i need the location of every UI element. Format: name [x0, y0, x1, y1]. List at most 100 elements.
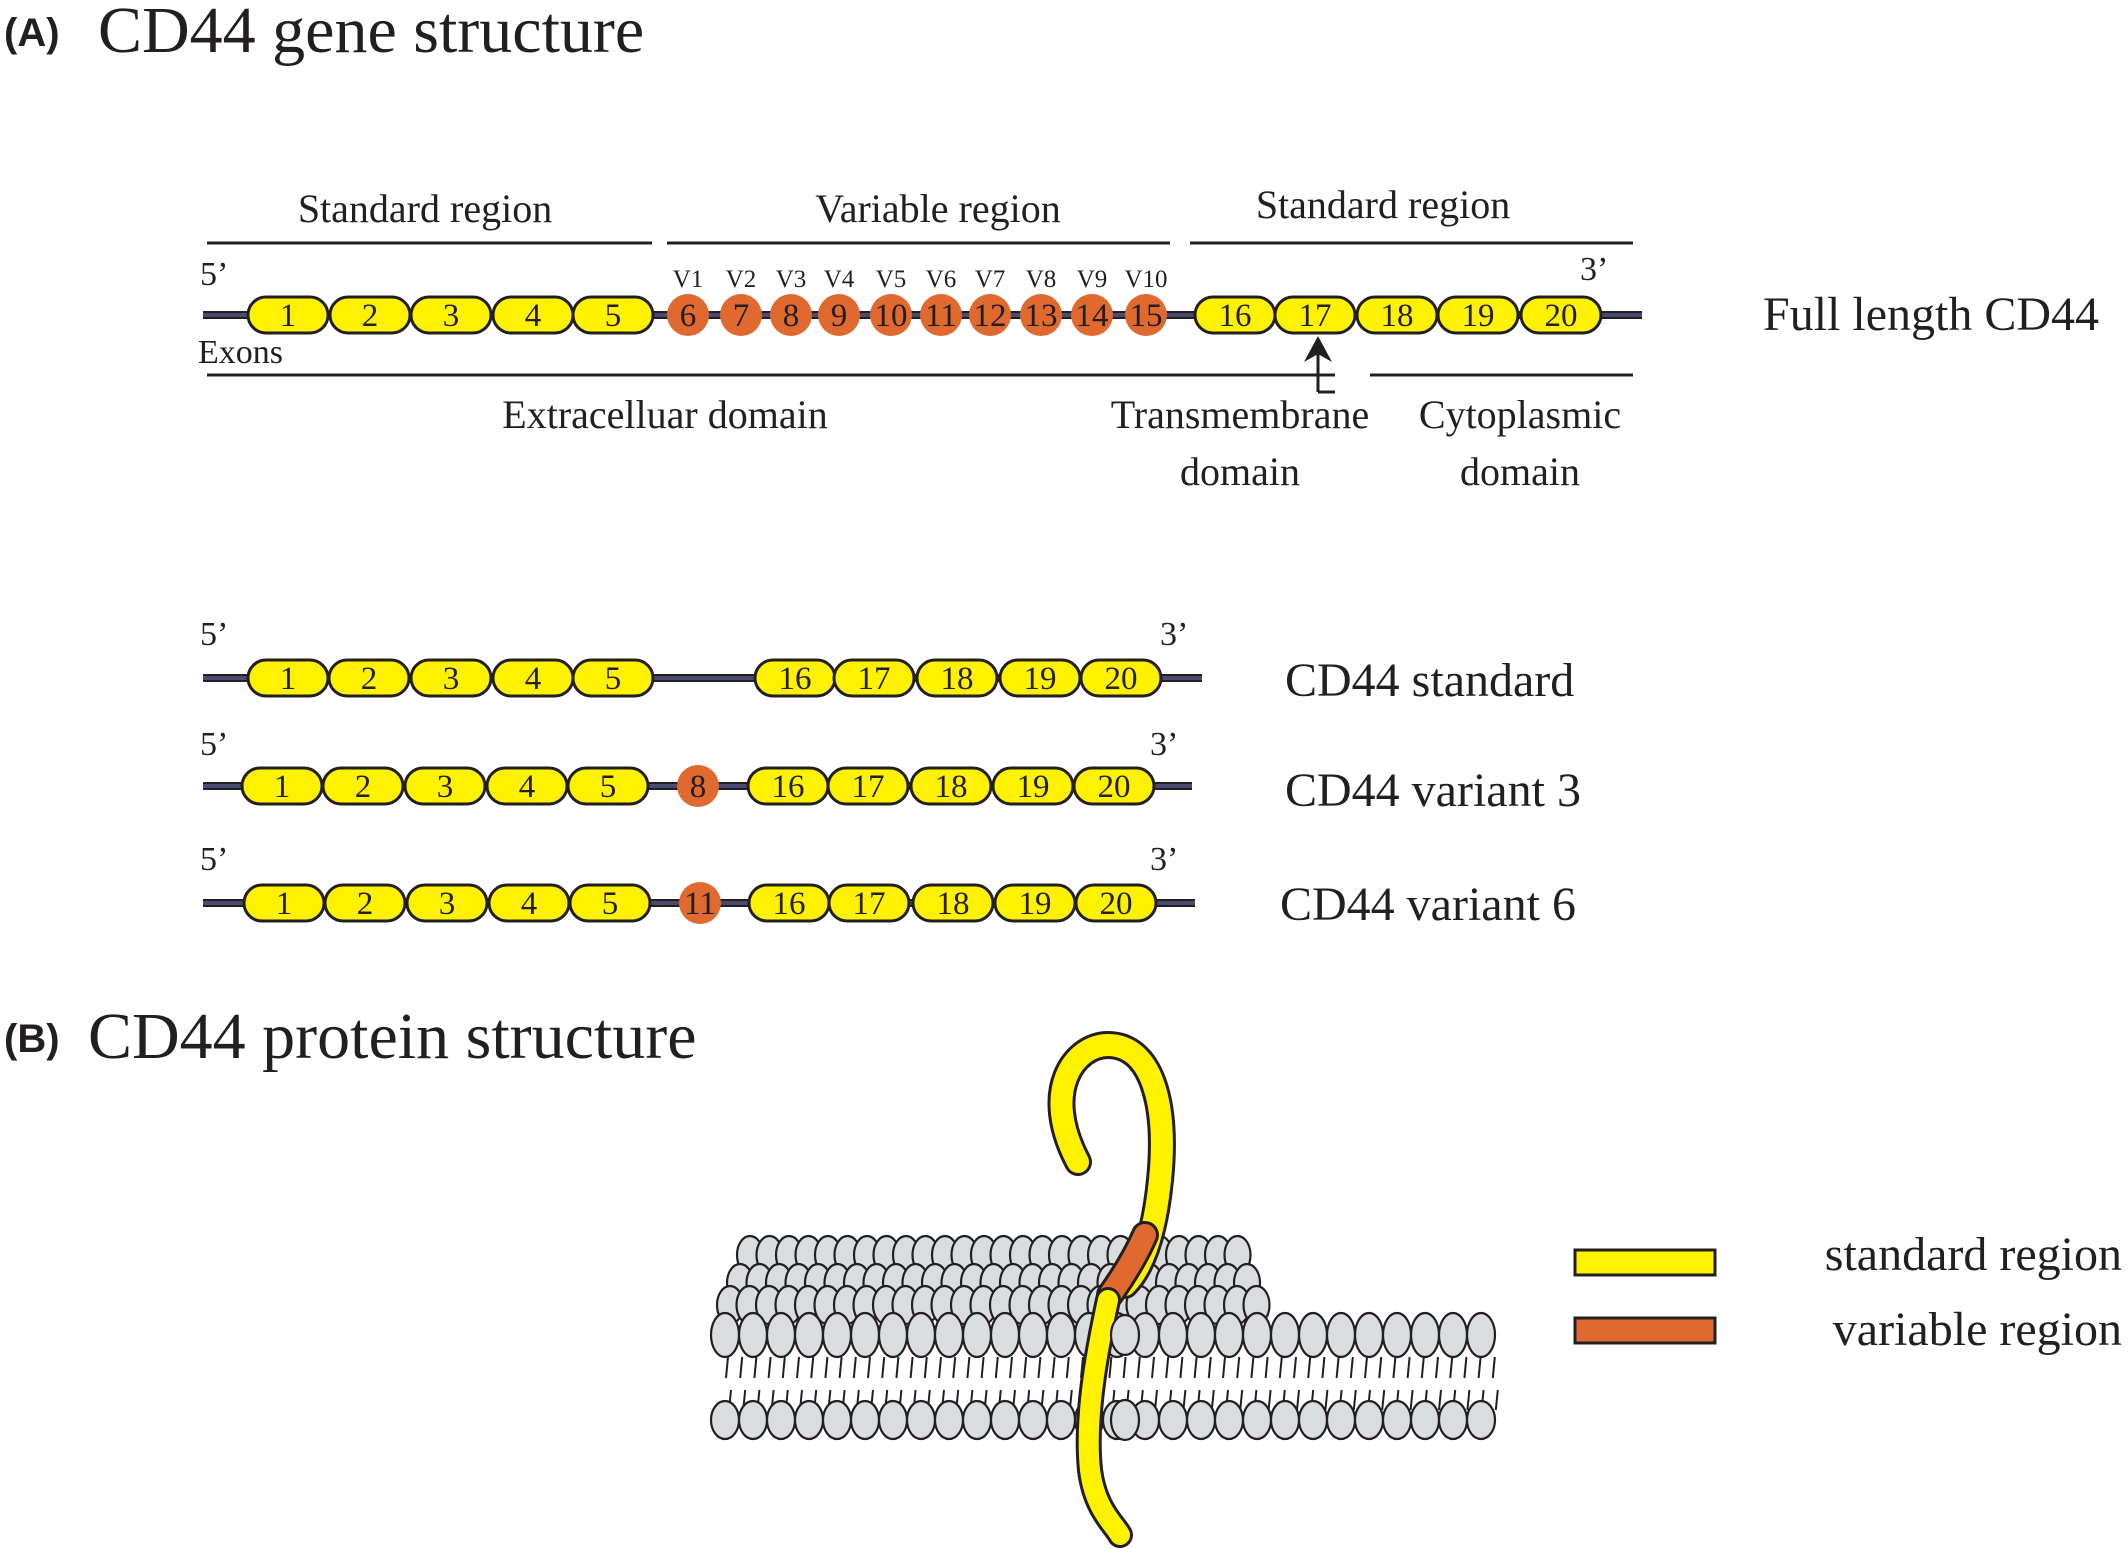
full-exon-7-number: 7 [733, 298, 750, 334]
v6-3prime-label: 3’ [1150, 841, 1178, 878]
full-exon-10 [870, 294, 912, 336]
lipid-head-outer [933, 1311, 965, 1359]
full-exon-18-number: 18 [1381, 298, 1414, 334]
full-exon-5 [571, 295, 655, 335]
lipid-tail [980, 1356, 985, 1379]
full-exon-19-number: 19 [1462, 298, 1495, 334]
panel-b-title: CD44 protein structure [88, 1000, 697, 1073]
lipid-tail [1293, 1356, 1297, 1379]
lipid-tail [1378, 1356, 1383, 1379]
full-exon-16-number: 16 [1219, 298, 1252, 334]
variant-label-v8: V8 [1026, 266, 1057, 293]
lipid-tail [1236, 1356, 1241, 1379]
full-exon-4-number: 4 [525, 298, 542, 334]
lipid-head-outer [709, 1311, 741, 1359]
lipid-tail [867, 1356, 871, 1379]
full-exon-7 [720, 294, 762, 336]
lipid-tail [824, 1356, 829, 1379]
lipid-head-inner [933, 1399, 965, 1441]
lipid-head-outer [849, 1311, 881, 1359]
variant6-exon-11 [679, 882, 721, 924]
lipid-tail [1051, 1356, 1056, 1379]
variant-label-v2: V2 [726, 266, 757, 293]
lipid-head-outer [905, 1311, 937, 1359]
legend-standard-label: standard region [1825, 1228, 2122, 1281]
lipid-tail [1438, 1389, 1442, 1411]
lipid-head-outer [1465, 1311, 1497, 1359]
variant3-exon-3 [403, 766, 487, 806]
variant3-exon-8-number: 8 [690, 769, 707, 805]
variant3-exon-2 [321, 766, 405, 806]
lipid-tail [1136, 1356, 1141, 1379]
lipid-tail [1463, 1356, 1468, 1379]
variant-label-v10: V10 [1124, 266, 1167, 293]
lipid-tail [1108, 1356, 1113, 1379]
lipid-head-inner [765, 1399, 797, 1441]
lipid-head-inner [877, 1399, 909, 1441]
variant6-exon-3-number: 3 [439, 886, 456, 922]
standard-exon-20 [1079, 658, 1163, 698]
full-exon-2-number: 2 [362, 298, 379, 334]
lipid-tail [938, 1356, 942, 1379]
lipid-tail [1466, 1389, 1471, 1411]
lipid-tail [1165, 1356, 1170, 1379]
lipid-head-inner [1381, 1399, 1413, 1441]
variant-label-v5: V5 [876, 266, 907, 293]
full-5prime-label: 5’ [200, 256, 228, 293]
lipid-tail [1494, 1389, 1499, 1411]
full-exon-11-number: 11 [925, 298, 957, 334]
lipid-head-inner [1241, 1399, 1273, 1441]
lipid-tail [725, 1356, 729, 1379]
variant3-exon-3-number: 3 [437, 769, 454, 805]
v3-3prime-label: 3’ [1150, 726, 1178, 763]
lipid-head-inner [793, 1399, 825, 1441]
lipid-tail [1037, 1356, 1042, 1379]
standard-exon-16-number: 16 [779, 661, 812, 697]
variant6-exon-19-number: 19 [1019, 886, 1052, 922]
lipid-tail [1264, 1356, 1269, 1379]
standard-exon-19-number: 19 [1024, 661, 1057, 697]
variant3-exon-5 [566, 766, 650, 806]
standard-exon-5-number: 5 [605, 661, 622, 697]
full-length-cd44-label: Full length CD44 [1763, 288, 2099, 341]
lipid-head-outer [1017, 1311, 1049, 1359]
lipid-tail [1335, 1356, 1340, 1379]
lipid-head-inner [849, 1399, 881, 1441]
lipid-head-inner [1269, 1399, 1301, 1441]
full-exon-8-number: 8 [783, 298, 800, 334]
lipid-head-outer [737, 1311, 769, 1359]
lipid-tail [952, 1356, 957, 1379]
lipid-head-outer [1185, 1311, 1217, 1359]
lipid-head-inner [1465, 1399, 1497, 1441]
lipid-head-outer [1437, 1311, 1469, 1359]
variant3-exon-1-number: 1 [274, 769, 291, 805]
variant6-exon-17 [827, 883, 911, 923]
lipid-tail [1352, 1389, 1357, 1411]
lipid-head-outer [1157, 1311, 1189, 1359]
variant6-exon-1-number: 1 [276, 886, 293, 922]
variant6-exon-18-number: 18 [937, 886, 970, 922]
lipid-tail [1009, 1356, 1013, 1379]
variant6-exon-17-number: 17 [853, 886, 886, 922]
lipid-tail [810, 1356, 815, 1379]
lipid-tail [1207, 1356, 1212, 1379]
lipid-tail [1392, 1356, 1397, 1379]
lipid-head-outer [1269, 1311, 1301, 1359]
lipid-tail [1222, 1356, 1226, 1379]
variant-label-v9: V9 [1077, 266, 1108, 293]
lipid-tail [1409, 1389, 1414, 1411]
cd44-variant-3-label: CD44 variant 3 [1285, 764, 1581, 817]
variant-label-v4: V4 [824, 266, 855, 293]
variant-label-v7: V7 [975, 266, 1006, 293]
lipid-tail [1023, 1356, 1028, 1379]
full-exon-1-number: 1 [280, 298, 297, 334]
protein-transmembrane [1075, 1287, 1141, 1548]
lipid-tail [881, 1356, 886, 1379]
lipid-head-front [1109, 1313, 1141, 1357]
full-exon-13-number: 13 [1025, 298, 1058, 334]
full-exon-14-number: 14 [1076, 298, 1109, 334]
full-exon-1 [246, 295, 330, 335]
variant3-exon-20 [1072, 766, 1156, 806]
